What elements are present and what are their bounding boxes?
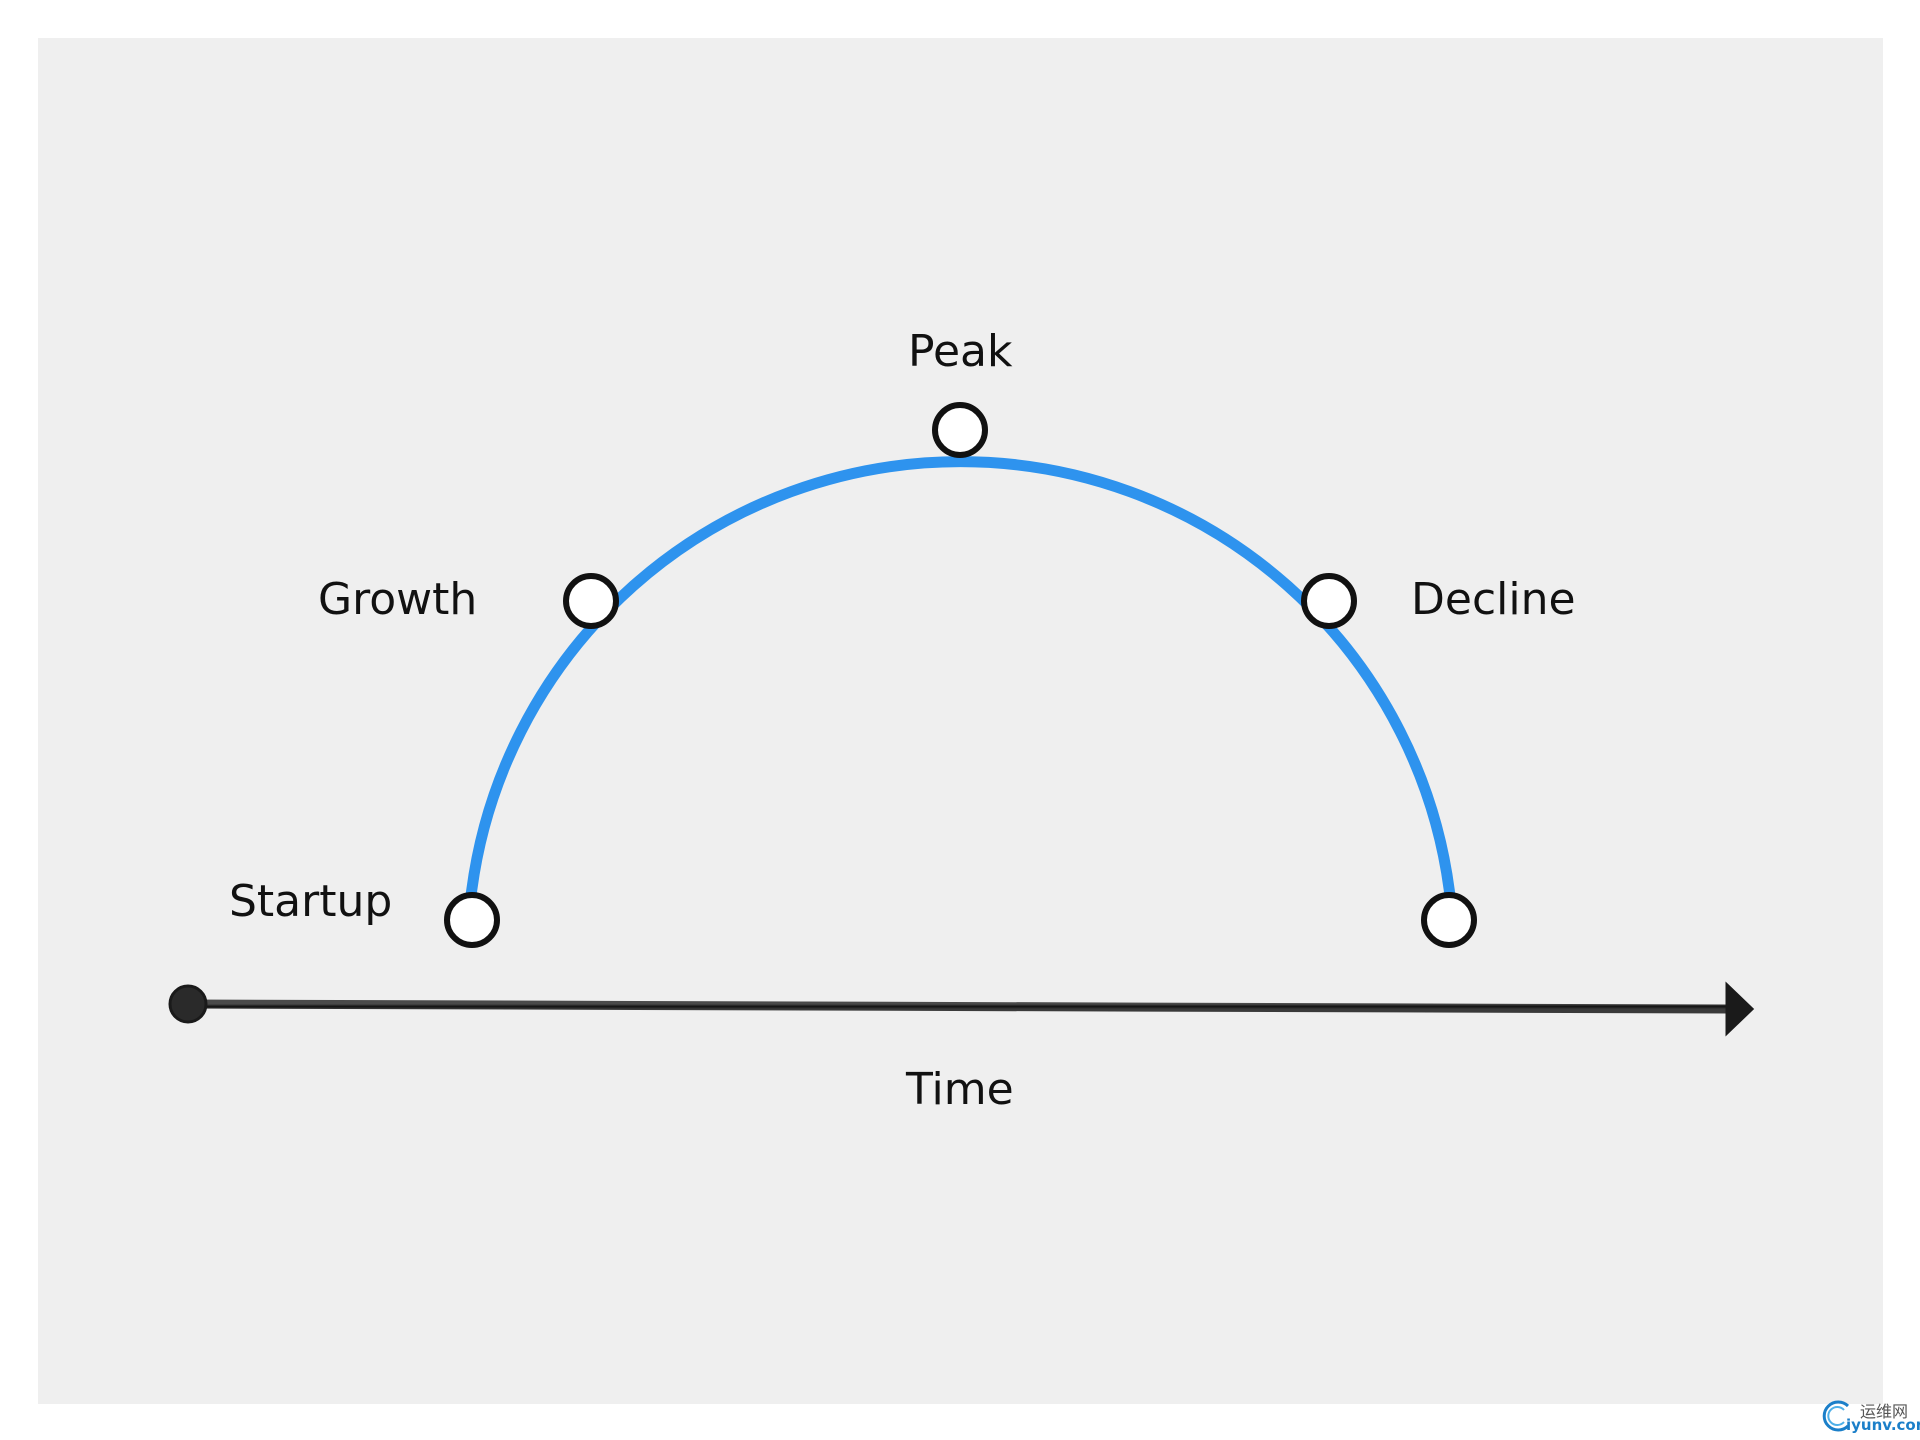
watermark-logo-icon <box>1822 1400 1850 1432</box>
diagram-canvas <box>38 38 1883 1404</box>
axis-label-time: Time <box>906 1064 1014 1115</box>
watermark: 运维网 iyunv.com <box>1818 1396 1920 1436</box>
stage-node-startup <box>444 892 500 948</box>
time-axis-origin-dot <box>168 984 208 1024</box>
time-axis <box>168 981 1755 1037</box>
stage-node-peak <box>932 402 988 458</box>
stage-nodes <box>444 402 1477 948</box>
stage-node-growth <box>563 573 619 629</box>
stage-label-decline: Decline <box>1411 574 1576 625</box>
watermark-text-en: iyunv.com <box>1846 1416 1920 1434</box>
lifecycle-curve <box>465 456 1456 897</box>
watermark-text-cn: 运维网 <box>1860 1402 1909 1421</box>
stage-label-peak: Peak <box>908 326 1013 377</box>
stage-node-decline <box>1301 573 1357 629</box>
stage-node-end <box>1421 892 1477 948</box>
time-axis-line <box>187 999 1731 1014</box>
stage-label-growth: Growth <box>318 574 478 625</box>
stage-label-startup: Startup <box>229 876 393 927</box>
arrow-right-icon <box>1725 981 1755 1037</box>
